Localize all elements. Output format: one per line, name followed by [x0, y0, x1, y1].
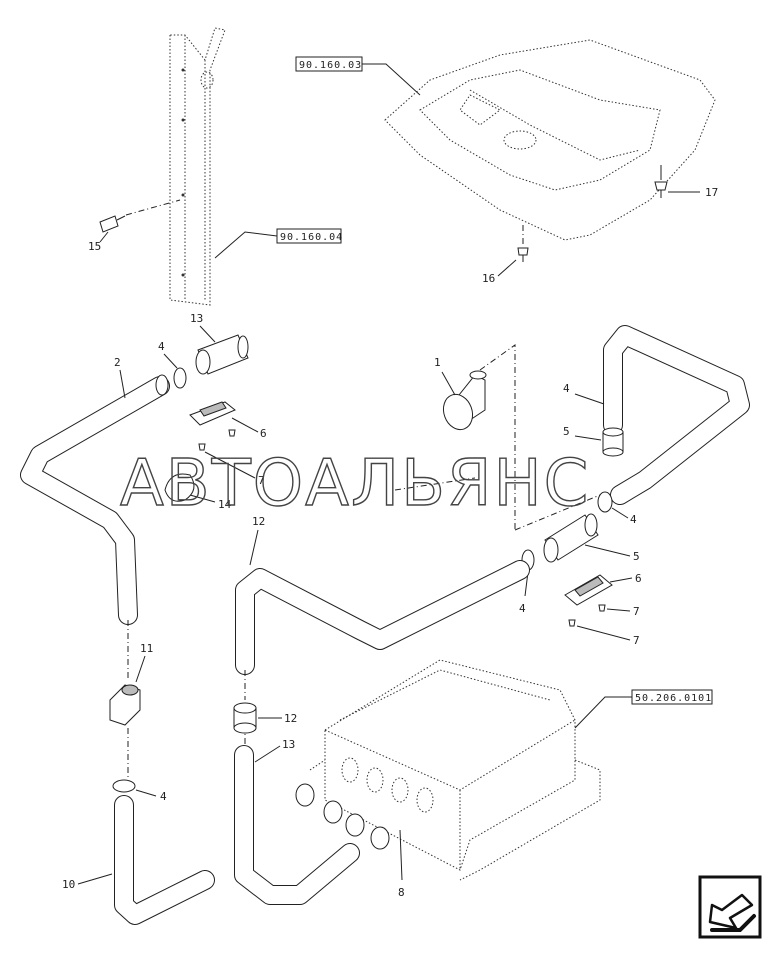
hose-4-top-right	[603, 325, 750, 505]
ref-90-160-04: 90.160.04	[280, 232, 343, 243]
ref-90-160-03: 90.160.03	[299, 60, 362, 71]
ref-box-90-160-03	[295, 56, 363, 72]
sleeve-12-small	[233, 702, 257, 734]
callout-5-right: 5	[633, 550, 640, 563]
callout-7-right-a: 7	[633, 605, 640, 618]
clamp-4-top-left	[173, 367, 187, 389]
callout-11: 11	[140, 642, 153, 655]
hose-13-bottom	[234, 745, 360, 905]
callout-4-top-left: 4	[158, 340, 165, 353]
arrow-navigation-icon[interactable]	[698, 875, 762, 939]
screw-7-right-b	[568, 619, 576, 627]
roof-panel	[384, 39, 716, 241]
elbow-11	[109, 684, 141, 726]
screw-7-top-a	[228, 429, 236, 437]
callout-17: 17	[705, 186, 718, 199]
callout-8: 8	[398, 886, 405, 899]
sleeve-5-right	[543, 513, 599, 563]
callout-2: 2	[114, 356, 121, 369]
callout-5-top: 5	[563, 425, 570, 438]
callout-10: 10	[62, 878, 75, 891]
callout-14: 14	[218, 498, 232, 511]
hose-2	[20, 374, 170, 625]
clamp-4-bottom	[112, 779, 136, 793]
elbow-1	[442, 370, 487, 431]
callout-6-right: 6	[635, 572, 642, 585]
sleeve-5-top-right	[602, 427, 624, 457]
hose-12-long	[235, 560, 530, 675]
clamp-4-right	[597, 491, 613, 513]
callout-12-top: 12	[252, 515, 265, 528]
callout-4-bottom: 4	[160, 790, 167, 803]
callout-13-top: 13	[190, 312, 203, 325]
callout-15: 15	[88, 240, 101, 253]
callout-7-top: 7	[258, 474, 265, 487]
ref-box-50-206-0101	[631, 689, 713, 705]
ref-50-206-0101: 50.206.0101	[635, 693, 712, 704]
callout-12-small: 12	[284, 712, 297, 725]
bracket-6-right	[564, 574, 613, 606]
callout-6-top: 6	[260, 427, 267, 440]
heater-unit	[309, 659, 601, 881]
vertical-bracket	[169, 27, 226, 306]
ref-box-90-160-04	[276, 228, 342, 244]
screw-16	[497, 225, 529, 277]
clip-14	[164, 473, 195, 502]
callout-4-middle: 4	[519, 602, 526, 615]
callout-7-right-b: 7	[633, 634, 640, 647]
screw-15	[99, 199, 181, 243]
callout-4-right: 4	[630, 513, 637, 526]
screw-7-right-a	[598, 604, 606, 612]
screw-7-top-b	[198, 443, 206, 451]
callout-13-bottom: 13	[282, 738, 295, 751]
port-stubs-8	[295, 783, 390, 850]
bracket-6-top	[189, 401, 236, 426]
callout-4-top-right: 4	[563, 382, 570, 395]
sleeve-13-top	[195, 334, 249, 375]
watermark: АВТОАЛЬЯНС	[120, 447, 590, 521]
screw-17	[654, 165, 700, 198]
callout-16: 16	[482, 272, 495, 285]
callout-1: 1	[434, 356, 441, 369]
hose-10	[114, 795, 215, 925]
